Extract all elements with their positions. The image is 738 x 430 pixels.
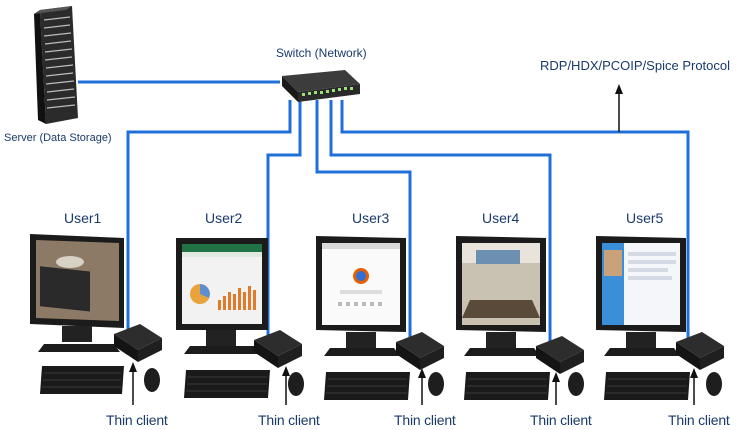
mouse <box>288 372 304 396</box>
thin-client-label-4: Thin client <box>530 412 592 428</box>
network-links <box>78 80 690 345</box>
user4-label: User4 <box>482 210 520 226</box>
network-switch-icon <box>282 70 360 102</box>
mouse <box>144 368 160 392</box>
mouse <box>706 372 722 396</box>
user5-label: User5 <box>626 210 664 226</box>
mouse <box>428 372 444 396</box>
link-user1 <box>126 100 292 330</box>
server-label: Server (Data Storage) <box>4 132 112 144</box>
workstation-user4 <box>456 236 584 405</box>
protocol-arrow <box>615 84 623 132</box>
thin-client-box <box>536 336 584 362</box>
thin-client-box <box>254 330 302 356</box>
switch-label: Switch (Network) <box>276 46 367 60</box>
workstation-user2 <box>176 238 304 405</box>
thin-client-label-5: Thin client <box>668 412 730 428</box>
thin-client-label-3: Thin client <box>394 412 456 428</box>
user2-label: User2 <box>205 210 243 226</box>
thin-client-box <box>396 332 444 358</box>
link-user3 <box>315 100 412 340</box>
user3-label: User3 <box>352 210 390 226</box>
thin-client-label-2: Thin client <box>258 412 320 428</box>
protocol-label: RDP/HDX/PCOIP/Spice Protocol <box>540 58 731 73</box>
thin-client-box <box>114 324 162 350</box>
mouse <box>568 372 584 396</box>
server-rack-icon <box>34 6 78 124</box>
link-user4 <box>329 100 552 345</box>
monitor-screen <box>182 244 262 324</box>
thin-client-box <box>676 332 724 358</box>
link-user2 <box>266 100 302 335</box>
workstation-user5 <box>596 236 724 405</box>
workstation-user3 <box>316 236 444 405</box>
user1-label: User1 <box>64 210 102 226</box>
link-user5 <box>340 100 690 340</box>
workstation-user1 <box>30 234 162 405</box>
thin-client-label-1: Thin client <box>106 412 168 428</box>
